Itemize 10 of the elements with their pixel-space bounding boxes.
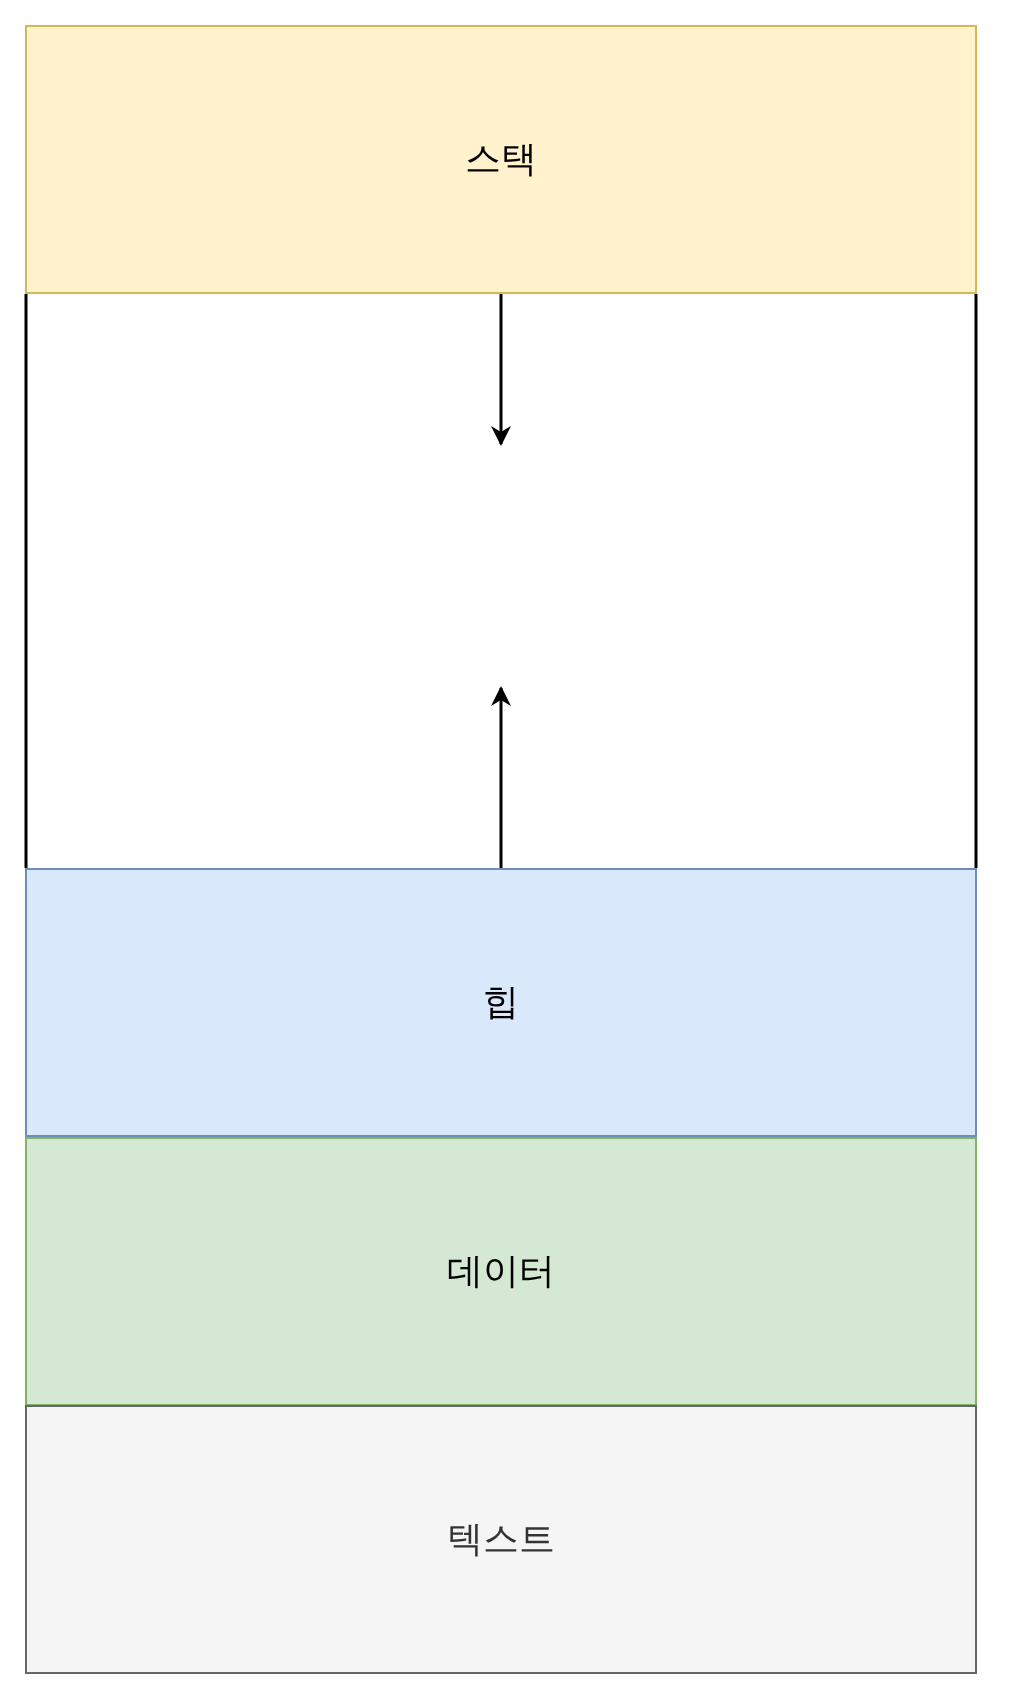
memory-segment-box: [25, 25, 977, 294]
segment-label: 스택: [465, 137, 537, 181]
segment-label: 데이터: [447, 1249, 555, 1293]
arrow: [491, 686, 511, 868]
memory-segment-box: [25, 1405, 977, 1674]
segment-label: 텍스트: [447, 1517, 555, 1561]
memory-segment-box: [25, 868, 977, 1137]
arrow: [491, 294, 511, 446]
segment-label: 힙: [483, 980, 519, 1024]
memory-segment-box: [25, 1137, 977, 1406]
